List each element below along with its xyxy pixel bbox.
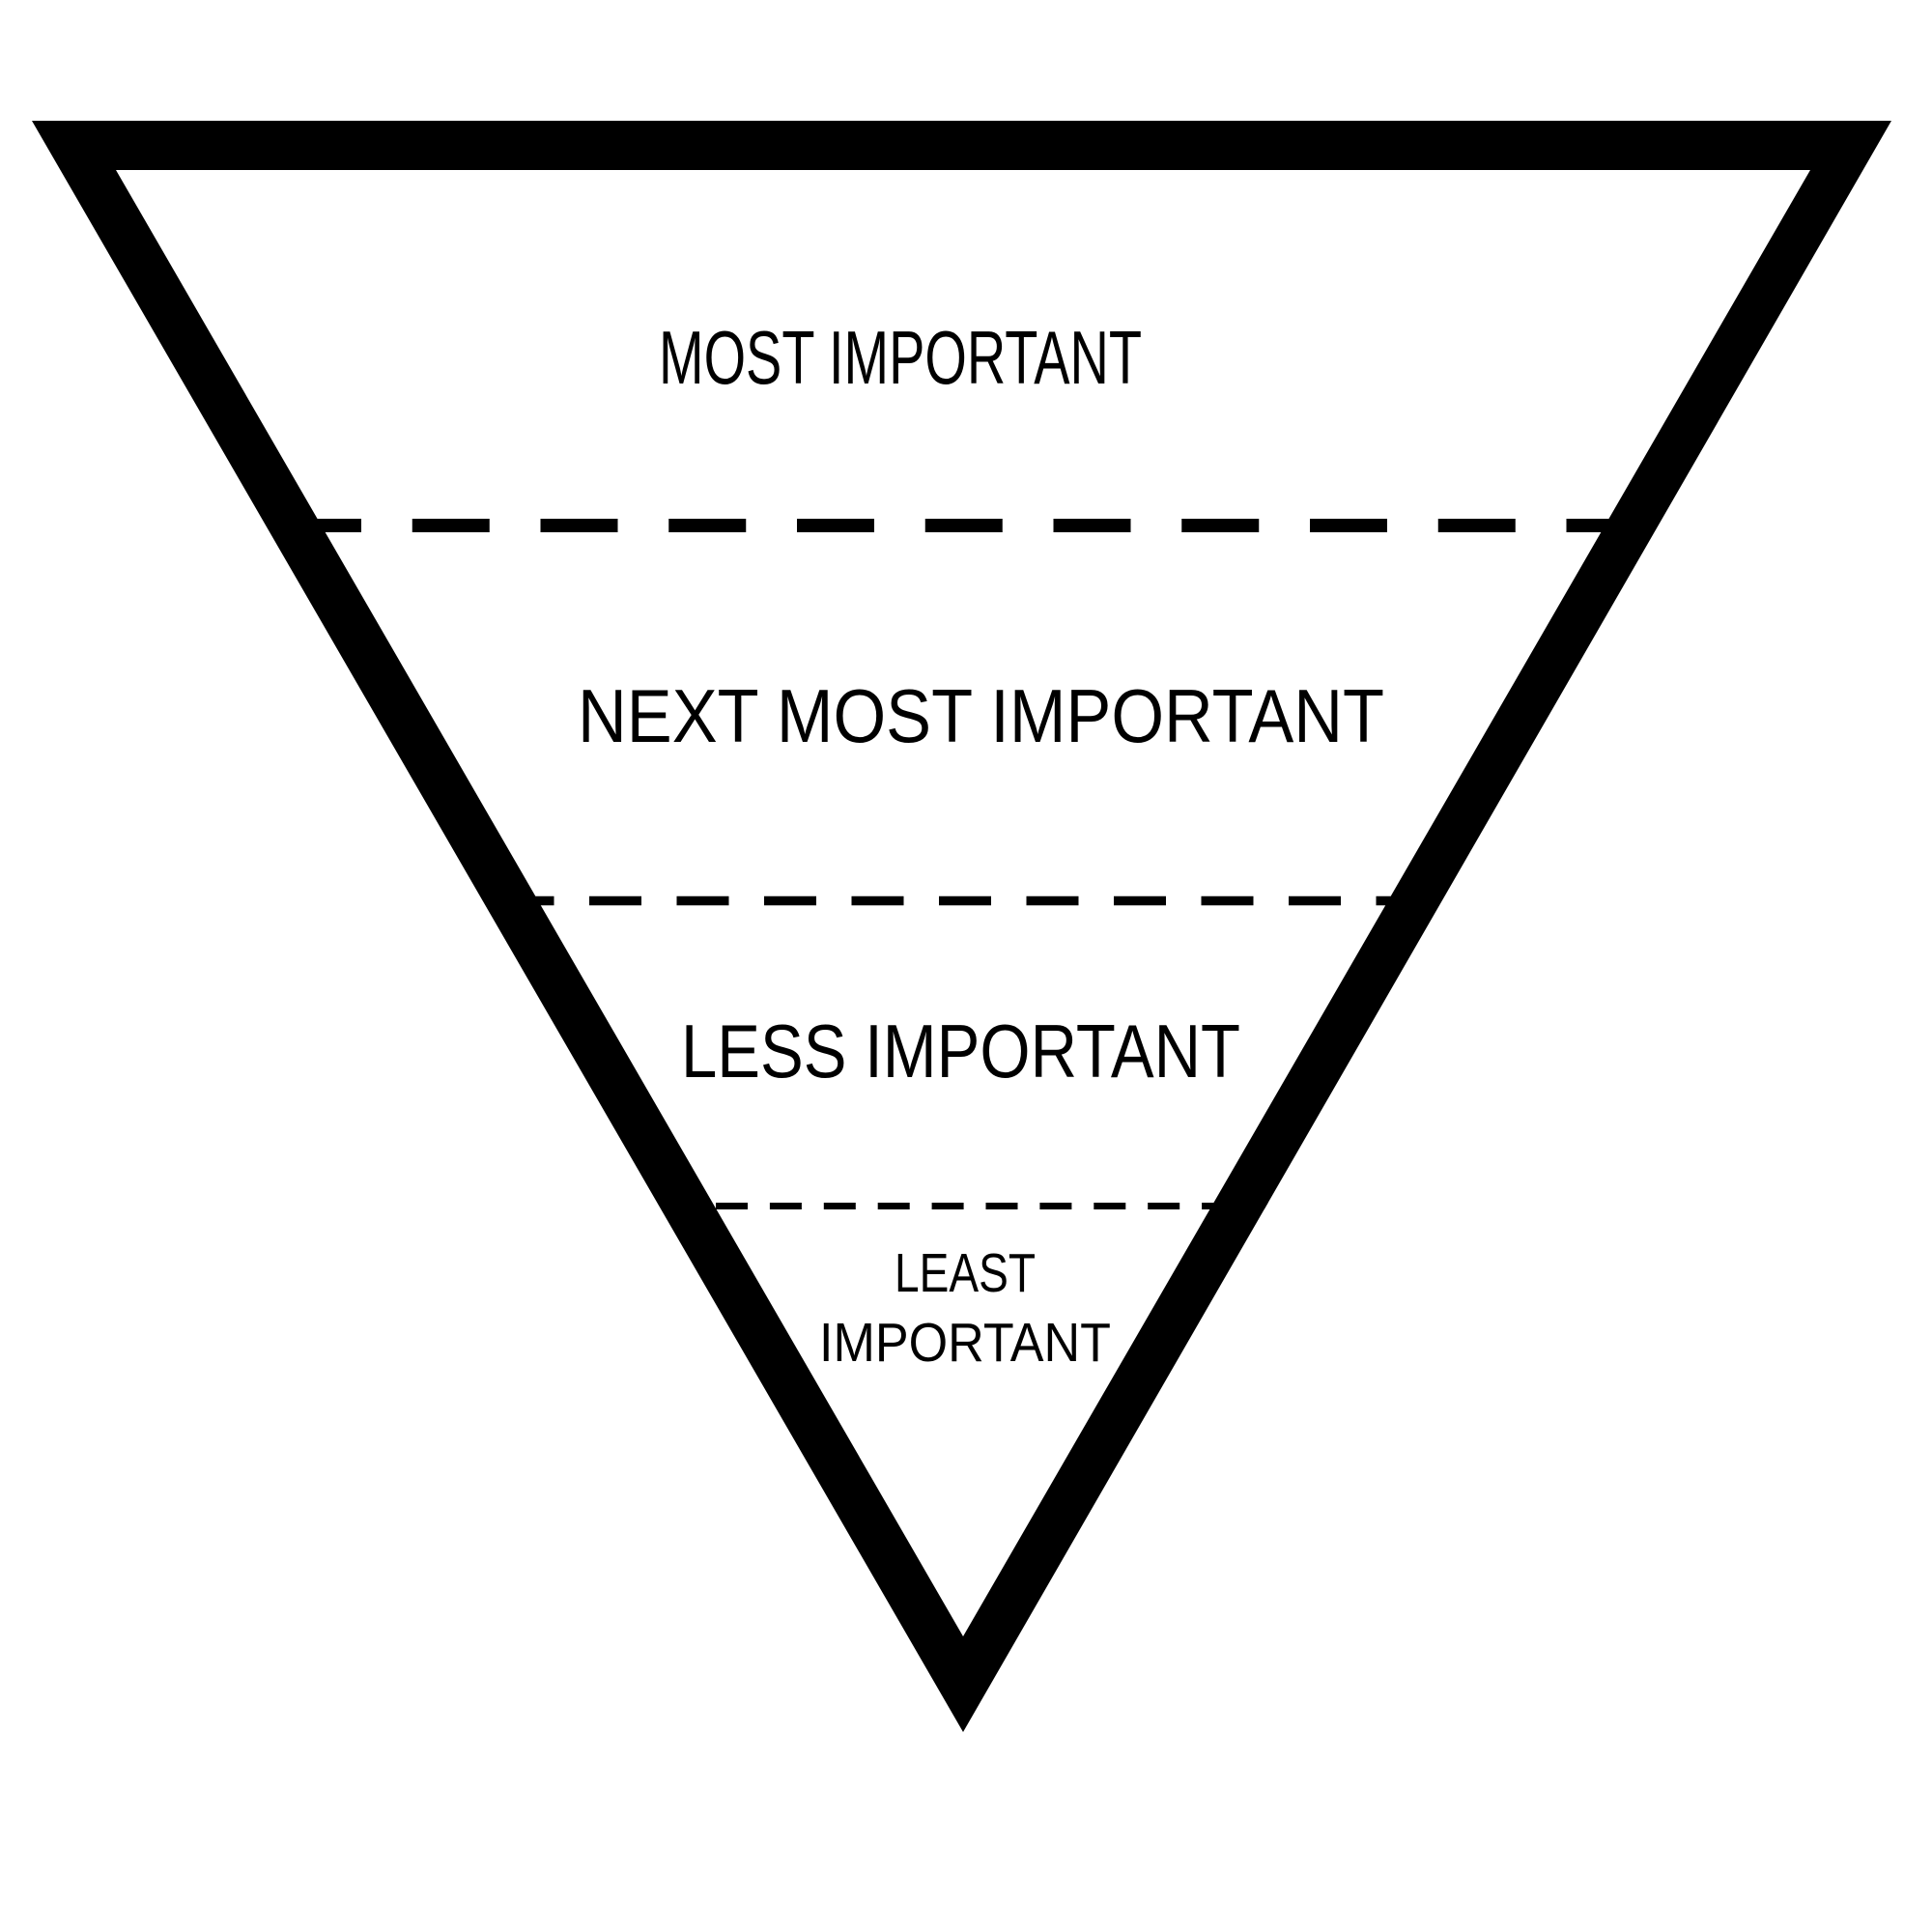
- tier-1-label: MOST IMPORTANT: [659, 315, 1142, 400]
- tier-4-label-line-1: LEAST: [895, 1242, 1036, 1304]
- tier-dividers: [284, 519, 1700, 1209]
- tier-labels: MOST IMPORTANT NEXT MOST IMPORTANT LESS …: [578, 315, 1384, 1374]
- tier-3-label: LESS IMPORTANT: [681, 1009, 1240, 1094]
- tier-4-label-line-2: IMPORTANT: [819, 1312, 1111, 1374]
- tier-2-label: NEXT MOST IMPORTANT: [578, 673, 1384, 758]
